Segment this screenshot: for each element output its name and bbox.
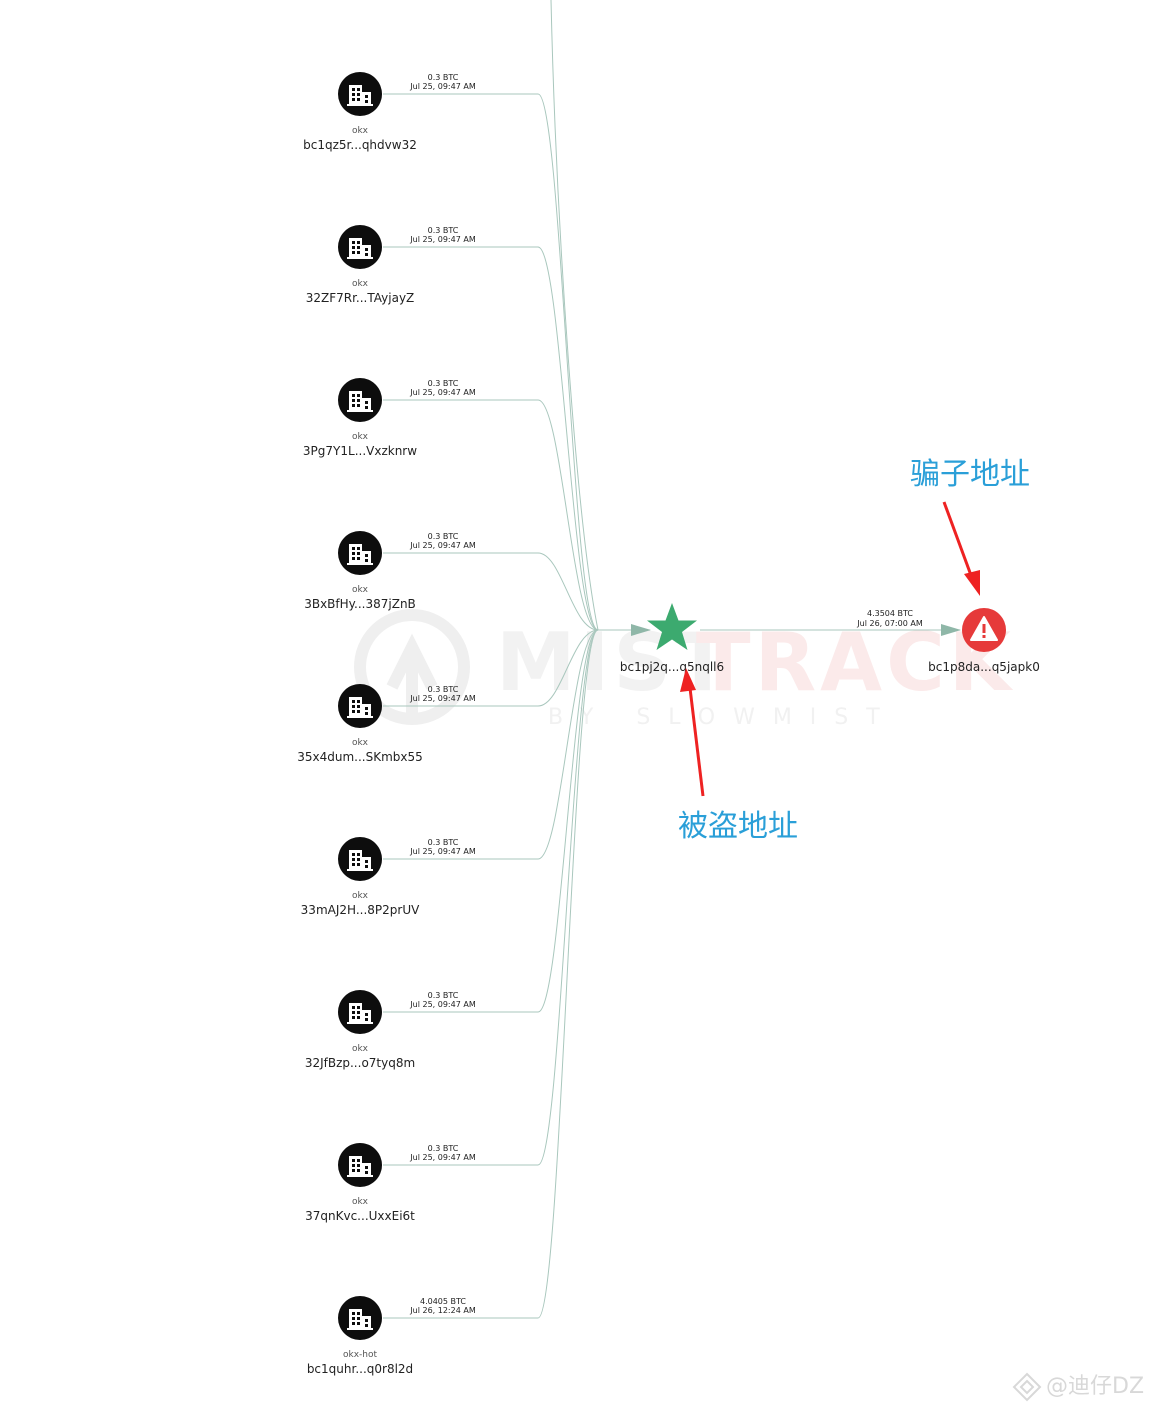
edge-time-label: Jul 25, 09:47 AM [409, 541, 476, 550]
exchange-node[interactable]: okx 33mAJ2H...8P2prUV [301, 837, 420, 917]
edge-time-label: Jul 25, 09:47 AM [409, 388, 476, 397]
diamond-logo-icon [1012, 1372, 1042, 1402]
edge-time-label: Jul 25, 09:47 AM [409, 82, 476, 91]
edge-amount-label: 4.0405 BTC [420, 1297, 466, 1306]
node-address-label: 3Pg7Y1L...Vxzknrw [303, 444, 417, 458]
edge-amount-label: 0.3 BTC [428, 73, 459, 82]
victim-annotation-label: 被盗地址 [678, 809, 798, 844]
edge-amount-label: 0.3 BTC [428, 991, 459, 1000]
edge-time-label: Jul 26, 07:00 AM [856, 619, 923, 628]
exchange-building-icon [347, 1309, 373, 1330]
scammer-annotation: 骗子地址 [910, 457, 1030, 596]
exchange-node[interactable]: okx 3BxBfHy...387jZnB [304, 531, 416, 611]
edge-amount-label: 4.3504 BTC [867, 609, 913, 618]
edge-amount-label: 0.3 BTC [428, 1144, 459, 1153]
scammer-annotation-label: 骗子地址 [910, 457, 1030, 492]
credit-text: @迪仔DZ [1046, 1374, 1144, 1399]
star-icon [647, 603, 697, 650]
node-tag-label: okx-hot [343, 1350, 378, 1360]
edge-amount-label: 0.3 BTC [428, 532, 459, 541]
watermark-byline: BY SLOWMIST [548, 705, 898, 730]
scammer-address: bc1p8da...q5japk0 [928, 660, 1040, 674]
exchange-node[interactable]: okx-hot bc1quhr...q0r8l2d [307, 1296, 413, 1376]
exchange-node[interactable]: okx 37qnKvc...UxxEi6t [305, 1143, 415, 1223]
exchange-node[interactable]: okx 35x4dum...SKmbx55 [297, 684, 423, 764]
node-tag-label: okx [352, 585, 369, 595]
victim-address: bc1pj2q...q5nqll6 [620, 660, 724, 674]
exchange-building-icon [347, 850, 373, 871]
node-address-label: bc1quhr...q0r8l2d [307, 1362, 413, 1376]
credit-watermark: @迪仔DZ [1012, 1372, 1144, 1402]
edge-time-label: Jul 25, 09:47 AM [409, 235, 476, 244]
annotation-arrow-icon [680, 668, 705, 797]
exchange-node[interactable]: okx bc1qz5r...qhdvw32 [303, 72, 417, 152]
edge-time-label: Jul 26, 12:24 AM [409, 1306, 476, 1315]
node-tag-label: okx [352, 126, 369, 136]
node-tag-label: okx [352, 891, 369, 901]
edge-amount-label: 0.3 BTC [428, 838, 459, 847]
node-tag-label: okx [352, 738, 369, 748]
edge-offscreen [550, 0, 599, 631]
exchange-node[interactable]: okx 32ZF7Rr...TAyjayZ [306, 225, 415, 305]
exchange-building-icon [347, 85, 373, 106]
source-node-layer: okx bc1qz5r...qhdvw32 okx 32ZF7Rr...TAyjayZ… [297, 72, 423, 1376]
node-address-label: bc1qz5r...qhdvw32 [303, 138, 417, 152]
edge-amount-label: 0.3 BTC [428, 226, 459, 235]
victim-node[interactable]: bc1pj2q...q5nqll6 [620, 603, 724, 674]
scammer-node[interactable]: bc1p8da...q5japk0 [928, 608, 1040, 674]
exchange-node[interactable]: okx 32JfBzp...o7tyq8m [305, 990, 415, 1070]
exchange-building-icon [347, 391, 373, 412]
exchange-building-icon [347, 238, 373, 259]
edge-victim-to-scammer: 4.3504 BTC Jul 26, 07:00 AM [700, 609, 961, 636]
node-address-label: 37qnKvc...UxxEi6t [305, 1209, 415, 1223]
edge-time-label: Jul 25, 09:47 AM [409, 694, 476, 703]
exchange-node[interactable]: okx 3Pg7Y1L...Vxzknrw [303, 378, 417, 458]
edge-time-label: Jul 25, 09:47 AM [409, 847, 476, 856]
node-address-label: 3BxBfHy...387jZnB [304, 597, 416, 611]
warning-icon [970, 616, 998, 641]
exchange-building-icon [347, 1156, 373, 1177]
node-address-label: 33mAJ2H...8P2prUV [301, 903, 420, 917]
edge-time-label: Jul 25, 09:47 AM [409, 1000, 476, 1009]
exchange-building-icon [347, 697, 373, 718]
edge-amount-label: 0.3 BTC [428, 685, 459, 694]
node-tag-label: okx [352, 1197, 369, 1207]
node-tag-label: okx [352, 279, 369, 289]
node-address-label: 32JfBzp...o7tyq8m [305, 1056, 415, 1070]
edge-time-label: Jul 25, 09:47 AM [409, 1153, 476, 1162]
node-address-label: 35x4dum...SKmbx55 [297, 750, 423, 764]
victim-annotation: 被盗地址 [678, 668, 798, 844]
node-address-label: 32ZF7Rr...TAyjayZ [306, 291, 415, 305]
mistrack-logo-icon [354, 609, 470, 725]
annotation-arrow-icon [942, 501, 980, 596]
node-tag-label: okx [352, 432, 369, 442]
node-tag-label: okx [352, 1044, 369, 1054]
edge-amount-label: 0.3 BTC [428, 379, 459, 388]
exchange-building-icon [347, 1003, 373, 1024]
exchange-building-icon [347, 544, 373, 565]
